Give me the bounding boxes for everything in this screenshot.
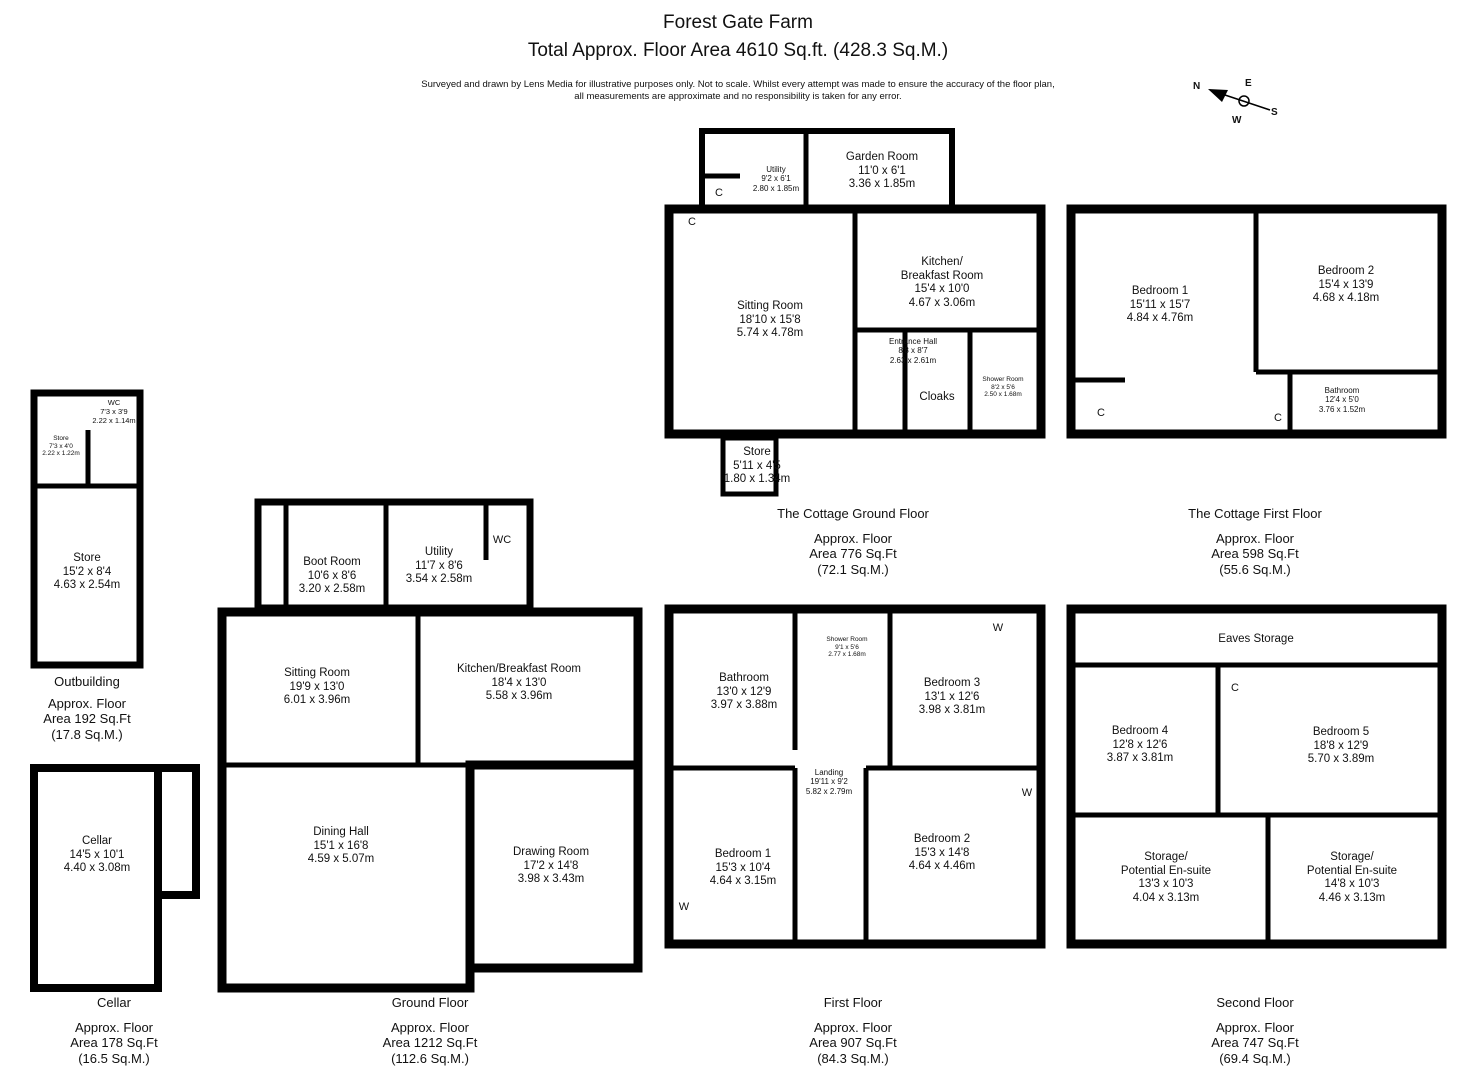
disclaimer-line: Surveyed and drawn by Lens Media for ill… <box>421 79 1055 90</box>
cupboard-label: C <box>1274 412 1282 424</box>
cupboard-label: C <box>715 187 723 199</box>
cupboard-label: C <box>688 216 696 228</box>
compass-arrow-icon <box>1208 89 1271 111</box>
total-area: Total Approx. Floor Area 4610 Sq.ft. (42… <box>527 40 949 61</box>
compass-n: N <box>1193 81 1201 92</box>
compass-s: S <box>1271 107 1278 118</box>
wardrobe-label: W <box>1021 787 1033 799</box>
cupboard-label: C <box>1097 407 1105 419</box>
disclaimer: Surveyed and drawn by Lens Media for ill… <box>421 79 1054 103</box>
disclaimer-line: all measurements are approximate and no … <box>574 90 902 102</box>
compass-e: E <box>1245 78 1252 89</box>
cupboard-label: C <box>1231 682 1239 694</box>
wardrobe-label: W <box>678 901 690 913</box>
wc-label: WC <box>492 534 512 546</box>
wardrobe-label: W <box>992 622 1004 634</box>
room-cloaks: Cloaks <box>919 391 955 403</box>
plan-title: Forest Gate Farm <box>663 12 813 33</box>
room-eaves-storage: Eaves Storage <box>1218 633 1294 645</box>
compass-w: W <box>1232 115 1242 126</box>
